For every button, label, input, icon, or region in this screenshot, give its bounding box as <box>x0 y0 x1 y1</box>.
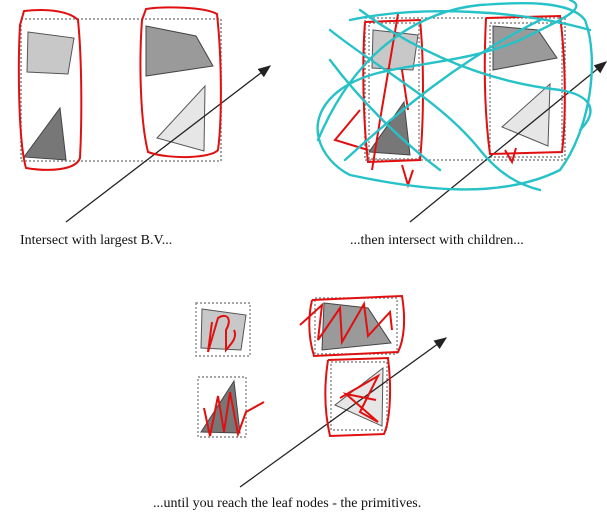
red-scribble-pentagon <box>299 294 406 358</box>
red-outline-left <box>17 9 83 171</box>
dark-triangle <box>23 106 67 161</box>
leaf-bv-quad <box>195 302 251 357</box>
red-outline-right-child <box>483 14 566 156</box>
caption-leaf-nodes: ...until you reach the leaf nodes - the … <box>153 496 422 511</box>
dark-pentagon <box>321 302 392 351</box>
dark-pentagon <box>492 25 558 71</box>
light-quad <box>26 31 75 75</box>
ray <box>65 65 272 223</box>
child-bv-right <box>489 22 563 158</box>
leaf-bv-light-triangle <box>330 361 388 431</box>
light-triangle <box>501 82 551 147</box>
cyan-scribble <box>316 0 594 192</box>
largest-bounding-volume <box>20 18 222 162</box>
light-triangle <box>156 84 206 152</box>
panel-leaf-nodes <box>195 294 448 488</box>
red-outline-right <box>139 6 222 159</box>
caption-largest-bv: Intersect with largest B.V... <box>20 233 173 248</box>
child-bv-left <box>368 22 420 160</box>
ray <box>409 61 607 223</box>
red-scribble-dark-triangle <box>203 391 265 438</box>
leaf-bv-dark-triangle <box>197 376 247 438</box>
red-scribble-light-triangle <box>324 356 392 438</box>
red-scribble <box>333 13 517 189</box>
panel-children <box>316 0 607 223</box>
dark-pentagon <box>145 25 214 77</box>
parent-bounding-volume <box>364 17 566 161</box>
ray <box>239 337 448 488</box>
red-scribble-quad <box>207 314 236 353</box>
panel-largest-bv <box>17 6 272 223</box>
caption-children: ...then intersect with children... <box>350 233 524 248</box>
